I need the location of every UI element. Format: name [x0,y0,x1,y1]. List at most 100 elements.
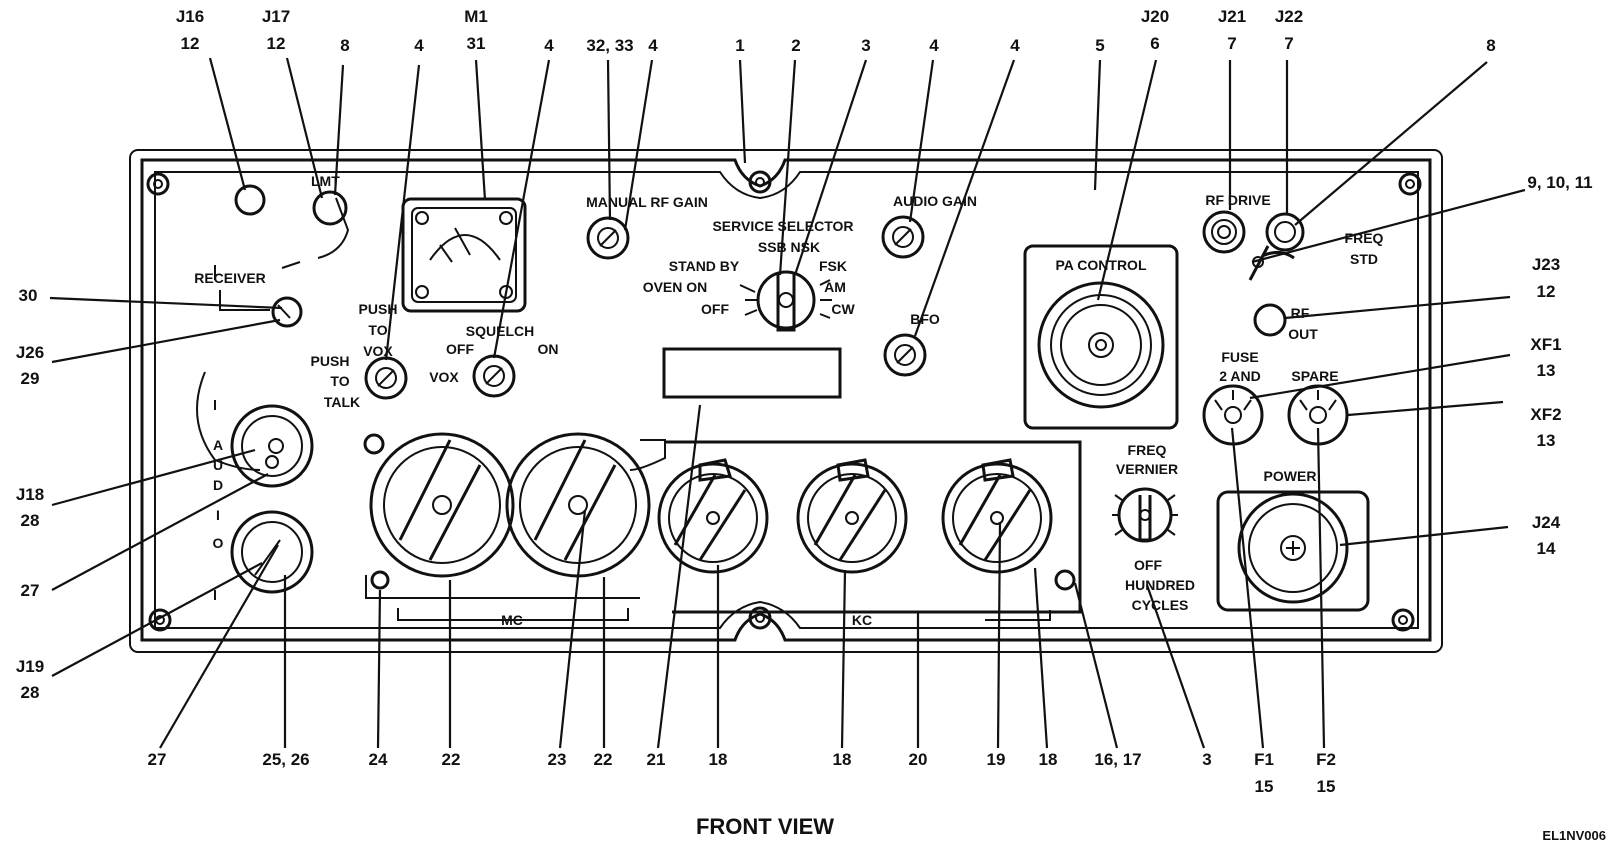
off-hundred-cycles-label-1: OFF [1134,557,1162,573]
callout-16-17: 16, 17 [1094,750,1141,769]
callout-3b: 3 [1202,750,1211,769]
service-selector-switch [739,270,832,332]
receiver-bracket [214,265,270,311]
rf-drive-connector-j21 [1202,210,1246,254]
callout-j21-num: 7 [1227,34,1236,53]
callout-f2-num: 15 [1317,777,1336,796]
callout-18b: 18 [833,750,852,769]
callout-j22-ref: J22 [1275,7,1303,26]
indicator-lamp [363,433,385,455]
audio-letter-i: I [216,507,220,523]
squelch-knob [472,354,516,398]
cable-loop [196,371,261,471]
off-hundred-cycles-label-2: HUNDRED [1125,577,1195,593]
freq-std-connector-j22 [1265,212,1305,252]
am-label: AM [824,279,846,295]
off-hundred-cycles-label-3: CYCLES [1132,597,1189,613]
callout-f2-ref: F2 [1316,750,1336,769]
squelch-off-label: OFF [446,341,474,357]
callout-j17-num: 12 [267,34,286,53]
callout-27a: 27 [21,581,40,600]
callouts-top: J16 12 J17 12 8 4 M1 31 4 32, 33 4 1 2 3… [176,7,1496,55]
audio-letter-d: D [213,477,223,493]
callout-j19-ref: J19 [16,657,44,676]
callout-xf2-ref: XF2 [1530,405,1561,424]
meter-m1 [401,197,527,313]
callout-22a: 22 [442,750,461,769]
callout-f1-num: 15 [1255,777,1274,796]
callout-4d: 4 [929,36,939,55]
stand-by-label: STAND BY [669,258,740,274]
audio-connector-j19 [230,510,314,594]
vox-label: VOX [429,369,459,385]
callout-j16-ref: J16 [176,7,204,26]
callout-4c: 4 [648,36,658,55]
callout-j17-ref: J17 [262,7,290,26]
kc-subpanel [665,440,1082,614]
leader-lines [49,57,1526,749]
callout-9-10-11: 9, 10, 11 [1527,173,1592,192]
manual-rf-gain-knob [586,216,630,260]
corner-screw-bottom-right [1391,608,1415,632]
push-to-talk-vox-knob [364,356,408,400]
callout-j24-num: 14 [1537,539,1556,558]
callout-8b: 8 [1486,36,1495,55]
callout-24: 24 [369,750,388,769]
rf-out-label-1: RF [1291,305,1310,321]
audio-gain-knob [881,215,925,259]
callout-j26-ref: J26 [16,343,44,362]
audio-letter-o: O [213,535,224,551]
callout-18c: 18 [1039,750,1058,769]
callout-j16-num: 12 [181,34,200,53]
callout-30: 30 [19,286,38,305]
callout-1: 1 [735,36,744,55]
rf-out-jack-j23 [1253,303,1287,337]
ssb-nsk-label: SSB NSK [758,239,820,255]
cw-label: CW [831,301,855,317]
callout-j19-num: 28 [21,683,40,702]
lamp-24 [370,570,390,590]
callout-j23-num: 12 [1537,282,1556,301]
callout-4a: 4 [414,36,424,55]
squelch-on-label: ON [538,341,559,357]
mc-label: MC [501,612,523,628]
mc-panel-edge [365,439,666,599]
freq-vernier-knob [1112,487,1178,543]
receiver-label: RECEIVER [194,270,266,286]
audio-letter-u: U [213,457,223,473]
freq-vernier-label-2: VERNIER [1116,461,1178,477]
callout-4e: 4 [1010,36,1020,55]
push-to-talk-label-1: PUSH [311,353,350,369]
fuse-label-2: 2 AND [1219,368,1261,384]
callout-xf1-num: 13 [1537,361,1556,380]
callout-4b: 4 [544,36,554,55]
mc-bracket [397,608,629,621]
callout-32-33: 32, 33 [586,36,633,55]
mc-dial-right [505,432,651,578]
corner-screw-top-right [1398,172,1422,196]
callout-j23-ref: J23 [1532,255,1560,274]
push-to-vox-label-1: PUSH [359,301,398,317]
pa-control-label: PA CONTROL [1056,257,1147,273]
callout-j26-num: 29 [21,369,40,388]
callout-j20-num: 6 [1150,34,1159,53]
push-to-talk-label-2: TO [330,373,349,389]
callouts-left: 30 J26 29 J18 28 27 J19 28 [16,286,44,702]
kc-dial-center [796,458,908,574]
power-connector-j24 [1216,490,1370,612]
rf-drive-label: RF DRIVE [1205,192,1270,208]
power-label: POWER [1264,468,1317,484]
callout-23: 23 [548,750,567,769]
callout-22b: 22 [594,750,613,769]
callout-8a: 8 [340,36,349,55]
receiver-jack-j16 [234,184,266,216]
push-to-vox-label-2: TO [368,322,387,338]
kc-label: KC [852,612,872,628]
callout-2: 2 [791,36,800,55]
callouts-bottom: 27 25, 26 24 22 23 22 21 18 18 20 19 18 … [148,750,1336,796]
figure-title: FRONT VIEW [696,814,834,839]
callout-m1-ref: M1 [464,7,488,26]
bottom-center-screw [748,606,772,630]
callout-19: 19 [987,750,1006,769]
